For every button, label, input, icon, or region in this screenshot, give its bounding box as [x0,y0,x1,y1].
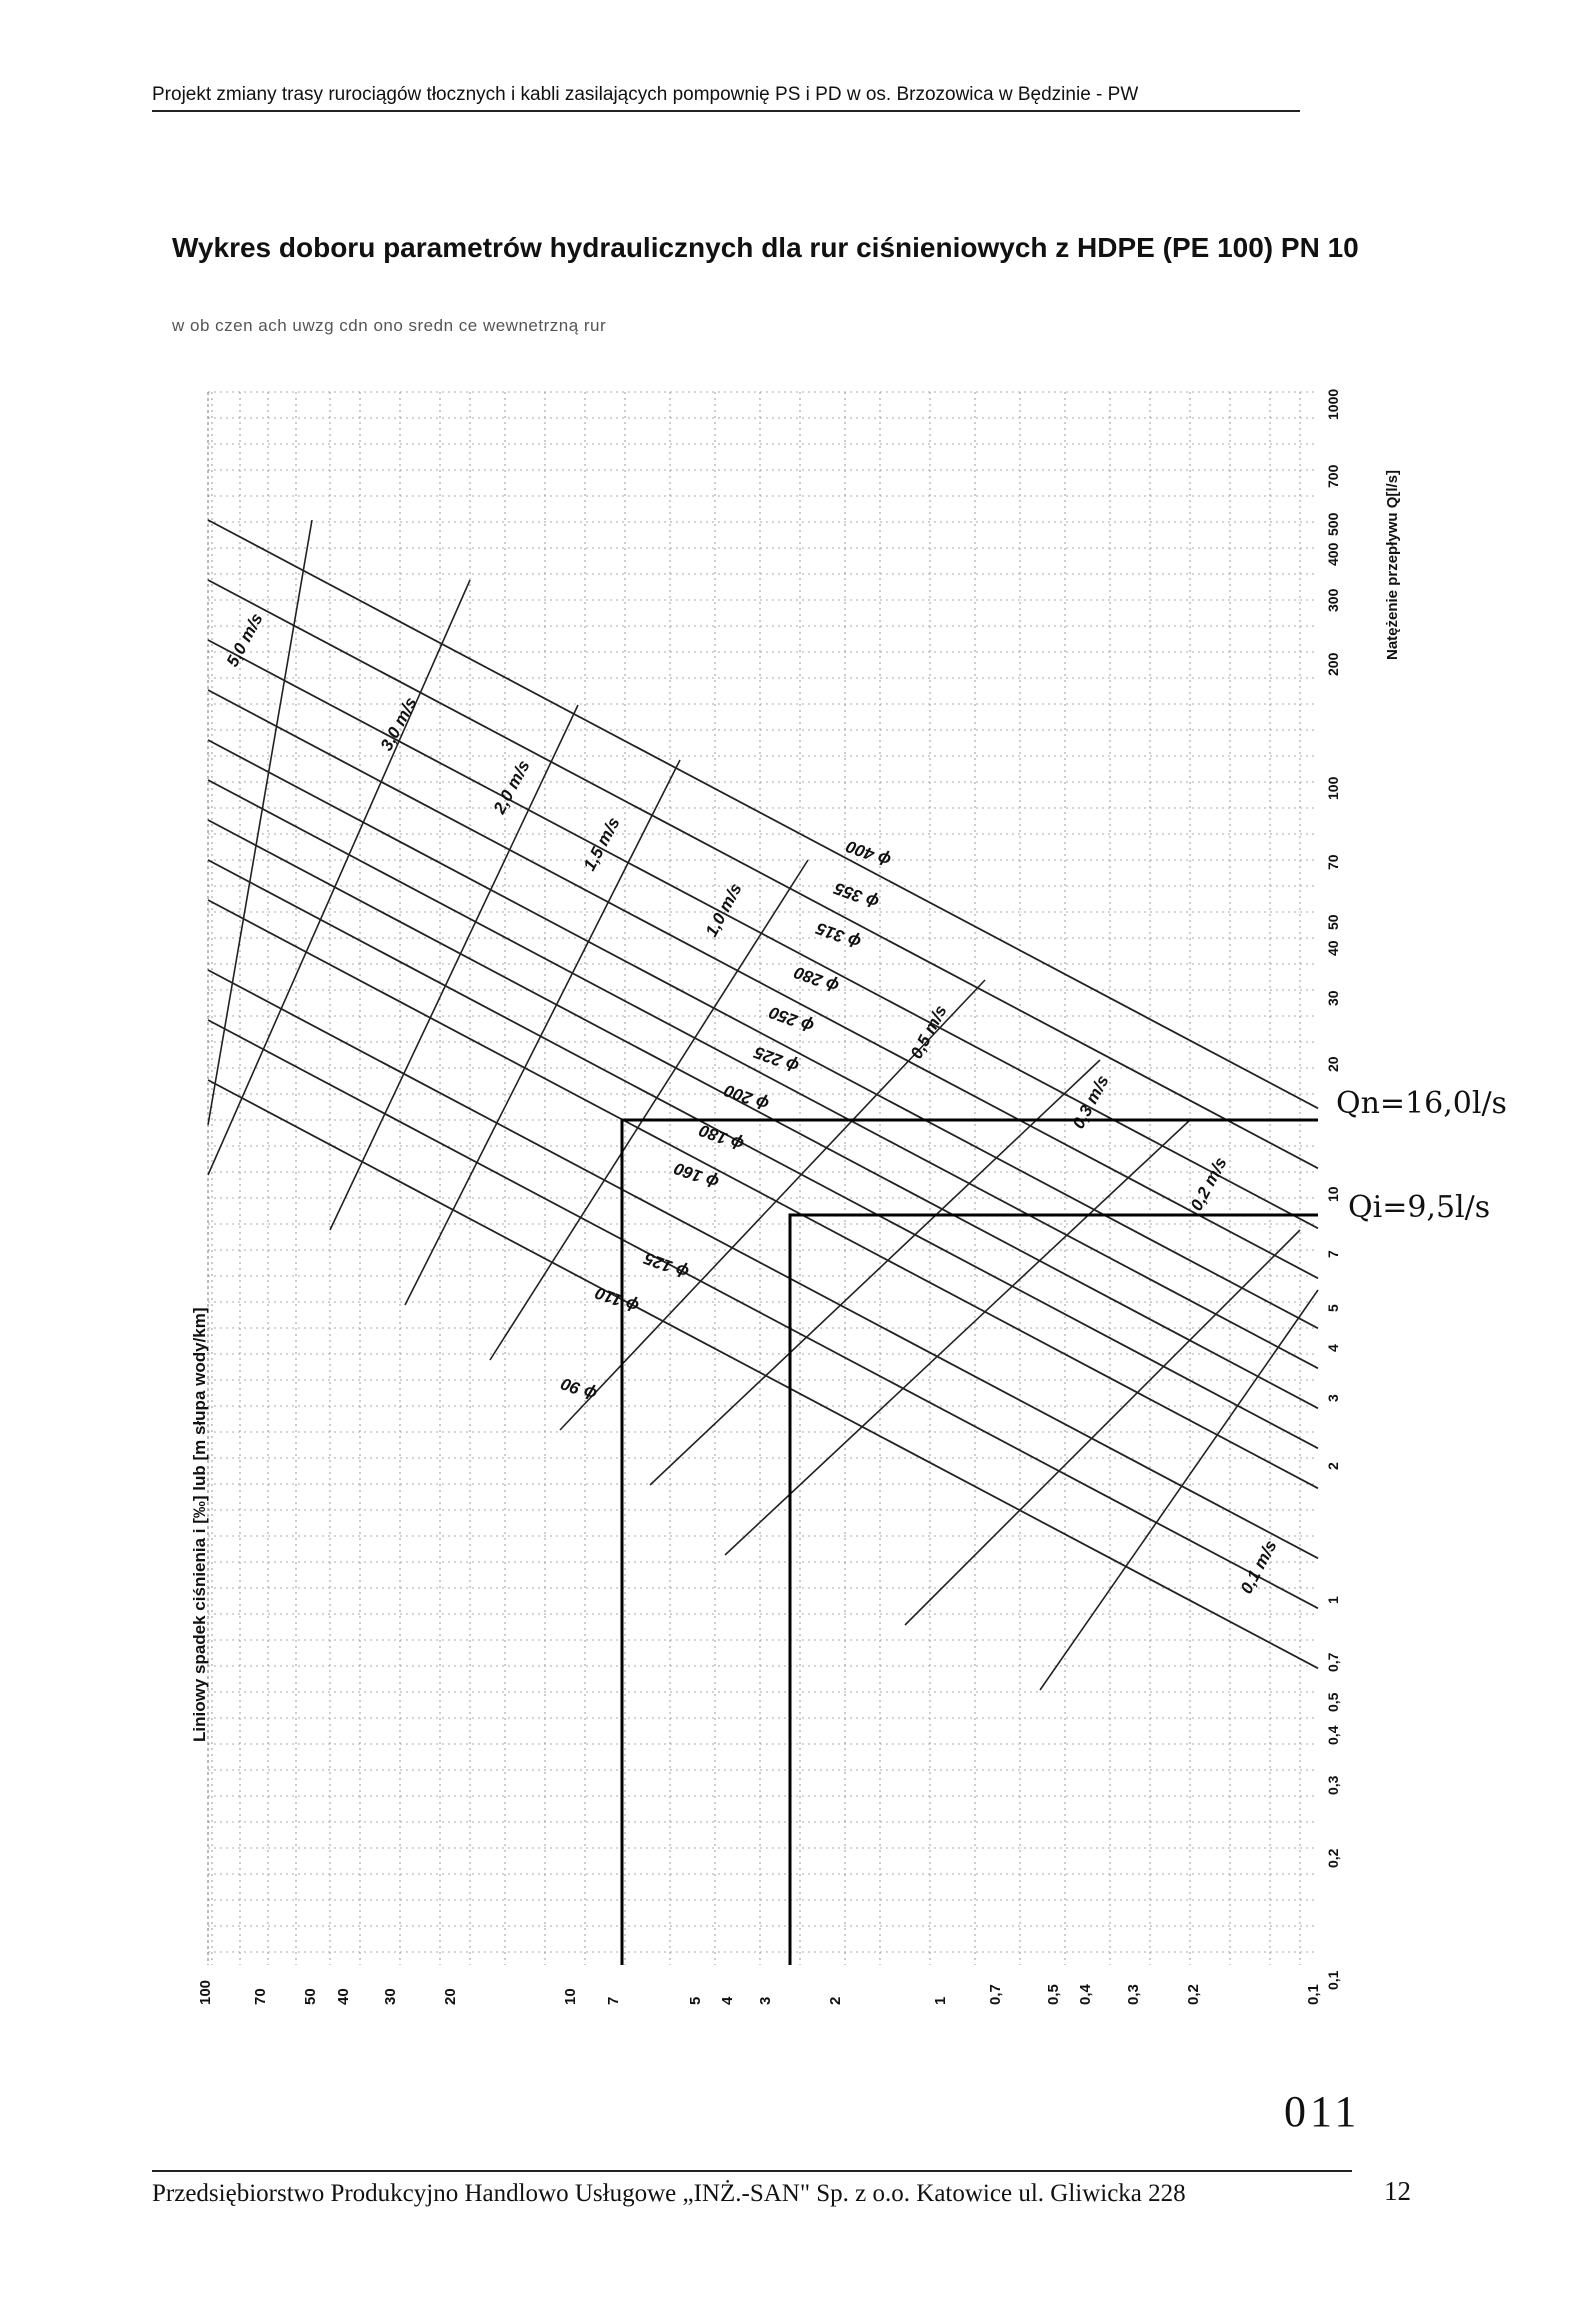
pipe-label: ϕ 280 [791,962,841,996]
x-tick-label: 0,7 [987,1984,1004,2005]
y-tick-label: 3 [1325,1394,1341,1402]
velocity-label: 5,0 m/s [223,610,267,670]
y-tick-label: 5 [1325,1304,1341,1312]
x-tick-label: 20 [442,1988,459,2005]
x-axis-label: Liniowy spadek ciśnienia i [‰] lub [m sł… [190,1307,209,1742]
x-tick-label: 70 [252,1988,269,2005]
y-tick-label: 0,3 [1325,1775,1341,1795]
y-tick-label: 200 [1325,652,1341,676]
pipe-label: ϕ 355 [831,878,881,912]
page-number: 12 [1384,2176,1411,2206]
velocity-line [404,759,681,1306]
x-tick-label: 10 [562,1988,579,2005]
pipe-label: ϕ 160 [671,1158,721,1192]
y-tick-label: 7 [1325,1250,1341,1258]
velocity-line [904,1229,1301,1626]
y-tick-label: 70 [1325,854,1341,870]
pipe-diameter-line [207,519,1319,1110]
chart-title: Wykres doboru parametrów hydraulicznych … [172,232,1359,263]
pipe-label: ϕ 180 [696,1120,746,1154]
velocity-line [649,1059,1101,1486]
velocity-label: 0,3 m/s [1069,1072,1113,1132]
y-tick-label: 0,2 [1325,1848,1341,1868]
y-tick-label: 0,4 [1325,1725,1341,1745]
pipe-label: ϕ 110 [592,1283,641,1316]
y-tick-label: 4 [1325,1344,1341,1352]
x-tick-label: 40 [335,1988,352,2005]
y-tick-label: 0,1 [1325,1970,1341,1990]
x-tick-label: 2 [827,1997,844,2005]
x-tick-label: 0,4 [1077,1983,1094,2005]
pipe-label: ϕ 90 [558,1374,599,1405]
velocity-line [724,1119,1191,1556]
y-tick-label: 1000 [1325,389,1341,420]
x-tick-label: 50 [302,1988,319,2005]
velocity-label: 1,0 m/s [702,880,746,940]
x-tick-label: 0,5 [1045,1984,1062,2005]
velocity-label: 0,5 m/s [907,1002,951,1062]
pipe-diameter-line [207,1019,1319,1610]
pipe-label: ϕ 400 [843,836,893,870]
x-tick-label: 7 [605,1997,622,2005]
pipe-diameter-line [207,779,1319,1370]
pipe-diameter-line [207,689,1319,1280]
pipe-diameter-line [207,969,1319,1560]
pipe-diameter-line [207,1079,1319,1670]
y-tick-label: 100 [1325,776,1341,800]
y-tick-label: 500 [1325,512,1341,536]
chart-subtitle: w ob czen ach uwzg cdn ono sredn ce wewn… [172,316,607,335]
velocity-line [207,579,471,1176]
pipe-diameter-line [207,819,1319,1410]
pipe-label: ϕ 250 [766,1002,816,1036]
pipe-label: ϕ 200 [721,1080,771,1114]
pipe-diameter-line [207,639,1319,1230]
qi-operating-line [788,1213,1318,1965]
qi-annotation: Qi=9,5l/s [1348,1190,1491,1225]
y-tick-label: 20 [1325,1056,1341,1072]
x-tick-label: 30 [382,1988,399,2005]
velocity-line [207,519,313,1126]
pipe-diameter-line [207,579,1319,1170]
y-tick-label: 2 [1325,1462,1341,1470]
qn-operating-line [620,1118,1318,1965]
y-tick-label: 1 [1325,1596,1341,1604]
x-tick-label: 1 [932,1997,949,2005]
y-tick-label: 0,5 [1325,1692,1341,1712]
y-tick-label: 40 [1325,940,1341,956]
x-tick-label: 0,2 [1185,1984,1202,2005]
x-tick-label: 0,3 [1125,1984,1142,2005]
x-tick-label: 3 [757,1997,774,2005]
y-tick-label: 10 [1325,1186,1341,1202]
x-tick-label: 100 [197,1980,214,2005]
y-tick-label: 0,7 [1325,1652,1341,1672]
pipe-diameter-line [207,739,1319,1330]
pipe-diameter-line [207,859,1319,1450]
y-tick-label: 700 [1325,464,1341,488]
x-tick-label: 5 [687,1997,704,2005]
page-code: 011 [1284,2087,1361,2136]
velocity-label: 1,5 m/s [580,814,624,874]
y-axis-label: Natężenie przepływu Q[l/s] [1384,469,1401,660]
qn-annotation: Qn=16,0l/s [1336,1086,1507,1121]
y-tick-label: 300 [1325,588,1341,612]
velocity-line [329,704,579,1231]
pipe-diameter-line [207,899,1319,1490]
y-tick-label: 400 [1325,542,1341,566]
footer-company: Przedsiębiorstwo Produkcyjno Handlowo Us… [152,2170,1352,2208]
x-tick-label: 0,1 [1305,1984,1322,2005]
velocity-line [489,859,809,1361]
document-header: Projekt zmiany trasy rurociągów tłocznyc… [152,84,1300,112]
velocity-line [559,979,986,1431]
y-tick-label: 30 [1325,990,1341,1006]
x-tick-label: 4 [719,1996,736,2005]
pipe-label: ϕ 125 [641,1248,691,1282]
y-tick-label: 50 [1325,914,1341,930]
velocity-label: 3,0 m/s [377,694,421,754]
velocity-line [1039,1289,1319,1691]
